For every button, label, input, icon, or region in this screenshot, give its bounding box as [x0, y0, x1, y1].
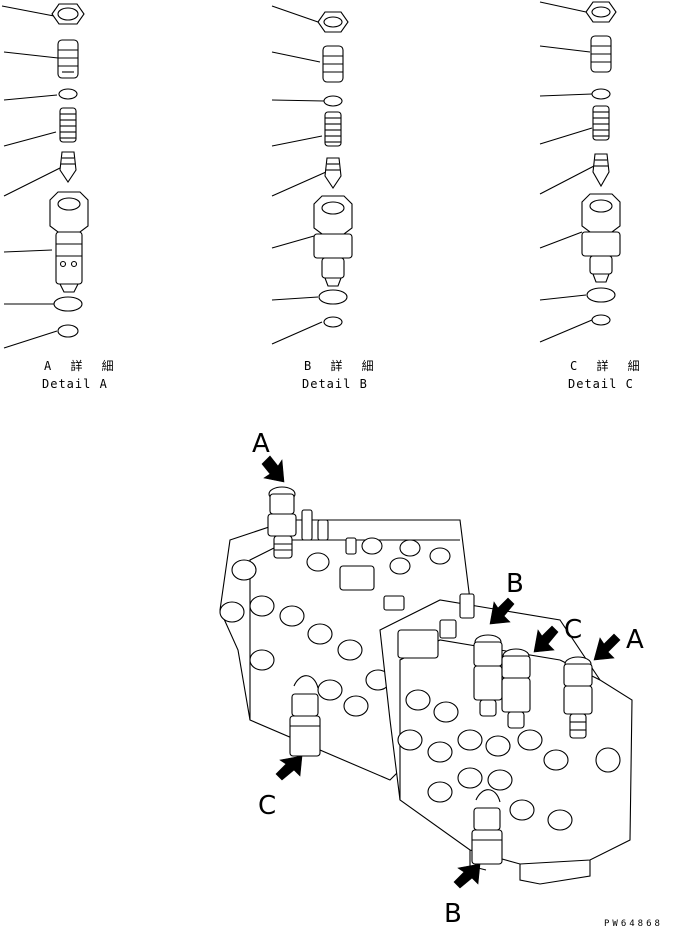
detail-a-spring — [59, 107, 77, 143]
detail-b-cap-nut — [317, 11, 349, 33]
detail-a-o-ring-small — [58, 88, 78, 100]
detail-b-caption-jp: B 詳 細 — [304, 358, 380, 373]
callout-a-top: A — [252, 429, 270, 459]
callout-c-left: C — [258, 791, 276, 821]
callout-b-bottom: B — [444, 899, 462, 929]
arrow-c-right-icon — [533, 625, 559, 653]
detail-c-poppet — [592, 153, 610, 188]
detail-a-valve-body — [49, 191, 89, 293]
detail-a-poppet — [59, 151, 77, 183]
detail-c-caption-en: Detail C — [568, 377, 634, 391]
detail-c-leader-lines — [539, 1, 595, 343]
valve-block-right — [379, 593, 633, 885]
detail-a-o-ring-large — [53, 296, 83, 312]
detail-c-spring — [592, 105, 610, 141]
arrow-b-bottom-icon — [453, 863, 481, 889]
drawing-code: PW64868 — [604, 919, 663, 929]
relief-valve-c-left — [289, 675, 321, 757]
relief-valve-b-middle — [473, 634, 503, 717]
detail-c-backup-ring — [591, 314, 611, 326]
relief-valve-a-right — [563, 656, 593, 739]
detail-a-caption-jp: A 詳 細 — [44, 358, 120, 373]
relief-valve-c-middle — [501, 648, 531, 729]
detail-a-backup-ring — [57, 324, 79, 338]
detail-a-caption-en: Detail A — [42, 377, 108, 391]
detail-b-valve-body — [313, 195, 353, 287]
detail-c-o-ring-large — [586, 287, 616, 303]
pointer-arrows — [261, 455, 621, 889]
detail-a-exploded-view: A 詳 細 Detail A — [1, 3, 120, 391]
detail-c-o-ring-small — [591, 88, 611, 100]
detail-b-poppet — [324, 157, 342, 189]
callout-c-right: C — [564, 615, 582, 645]
callout-labels: A B C A C B — [252, 429, 644, 929]
detail-c-caption-jp: C 詳 細 — [570, 358, 646, 373]
detail-b-leader-lines — [271, 5, 327, 345]
detail-a-adjust-screw — [57, 39, 79, 79]
detail-b-adjust-screw — [322, 45, 344, 83]
detail-b-exploded-view: B 詳 細 Detail B — [271, 5, 380, 391]
relief-valve-b-bottom — [471, 789, 503, 865]
detail-b-caption-en: Detail B — [302, 377, 368, 391]
arrow-a-top-icon — [261, 455, 285, 483]
detail-b-spring — [324, 111, 342, 147]
detail-a-leader-lines — [1, 5, 61, 349]
detail-c-cap-nut — [585, 1, 617, 23]
detail-c-adjust-screw — [590, 35, 612, 73]
callout-a-right: A — [626, 625, 644, 655]
detail-b-o-ring-large — [318, 289, 348, 305]
detail-b-o-ring-small — [323, 95, 343, 107]
detail-a-cap-nut — [51, 3, 85, 25]
control-valve-assembly — [219, 486, 633, 885]
arrow-a-right-icon — [593, 633, 621, 661]
callout-b-right: B — [506, 569, 524, 599]
detail-c-exploded-view: C 詳 細 Detail C — [539, 1, 646, 391]
arrow-c-left-icon — [275, 755, 303, 781]
detail-b-backup-ring — [323, 316, 343, 328]
relief-valve-a-top — [267, 486, 297, 559]
arrow-b-right-icon — [489, 597, 515, 625]
detail-c-valve-body — [581, 193, 621, 283]
